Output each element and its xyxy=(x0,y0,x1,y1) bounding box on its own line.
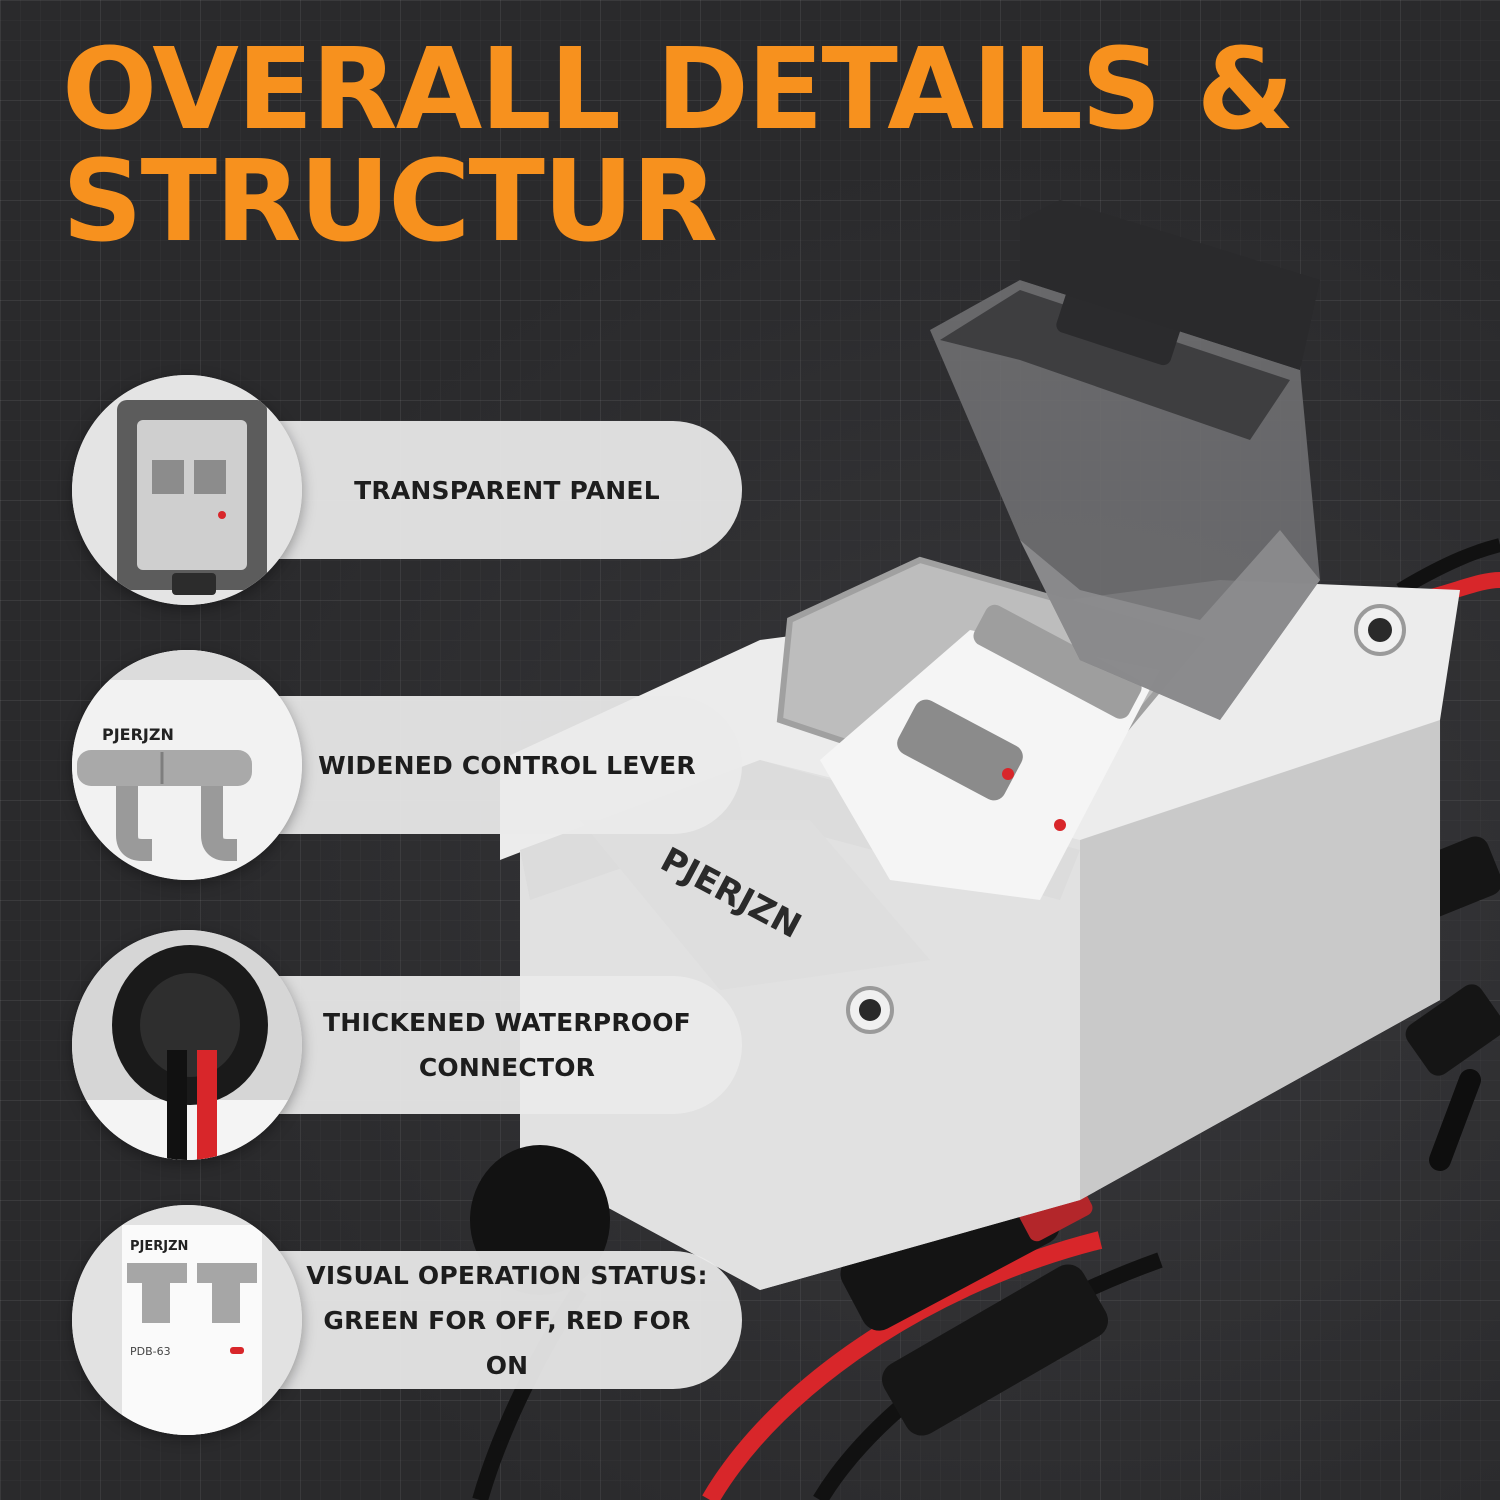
feature-label-line-2: CONNECTOR xyxy=(418,1053,596,1082)
black-cable-top xyxy=(1396,538,1500,597)
feature-label: THICKENED WATERPROOF CONNECTOR xyxy=(323,1000,691,1090)
feature-label: VISUAL OPERATION STATUS: GREEN FOR OFF, … xyxy=(302,1253,712,1388)
status-brand-text: PJERJZN xyxy=(130,1239,188,1254)
control-lever-icon: PJERJZN xyxy=(72,650,302,880)
feature-transparent-panel: TRANSPARENT PANEL xyxy=(72,375,742,605)
waterproof-connector-icon xyxy=(72,930,302,1160)
breaker-status-icon: PJERJZN PDB-63 xyxy=(72,1205,302,1435)
transparent-lid xyxy=(930,200,1320,720)
feature-label-line-1: VISUAL OPERATION STATUS: xyxy=(306,1260,708,1290)
feature-waterproof-connector: THICKENED WATERPROOF CONNECTOR xyxy=(72,930,742,1160)
title-line-2: STRUCTUR xyxy=(62,137,718,267)
feature-label-line-1: THICKENED WATERPROOF xyxy=(323,1008,691,1037)
page-title: OVERALL DETAILS & STRUCTUR xyxy=(62,25,1294,267)
feature-operation-status: VISUAL OPERATION STATUS: GREEN FOR OFF, … xyxy=(72,1205,742,1435)
transparent-panel-icon xyxy=(72,375,302,605)
combiner-box-illustration: PJERJZN xyxy=(470,200,1500,1500)
title-line-1: OVERALL DETAILS & xyxy=(62,25,1294,155)
feature-label: WIDENED CONTROL LEVER xyxy=(318,750,696,780)
status-model-text: PDB-63 xyxy=(130,1345,171,1358)
lever-brand-text: PJERJZN xyxy=(102,725,174,744)
red-cable-bottom xyxy=(702,1231,1103,1500)
feature-label: TRANSPARENT PANEL xyxy=(354,475,660,505)
brand-plate: PJERJZN xyxy=(580,820,930,1034)
feature-label-line-2: GREEN FOR OFF, RED FOR ON xyxy=(323,1305,691,1380)
feature-control-lever: WIDENED CONTROL LEVER PJERJZN xyxy=(72,650,742,880)
